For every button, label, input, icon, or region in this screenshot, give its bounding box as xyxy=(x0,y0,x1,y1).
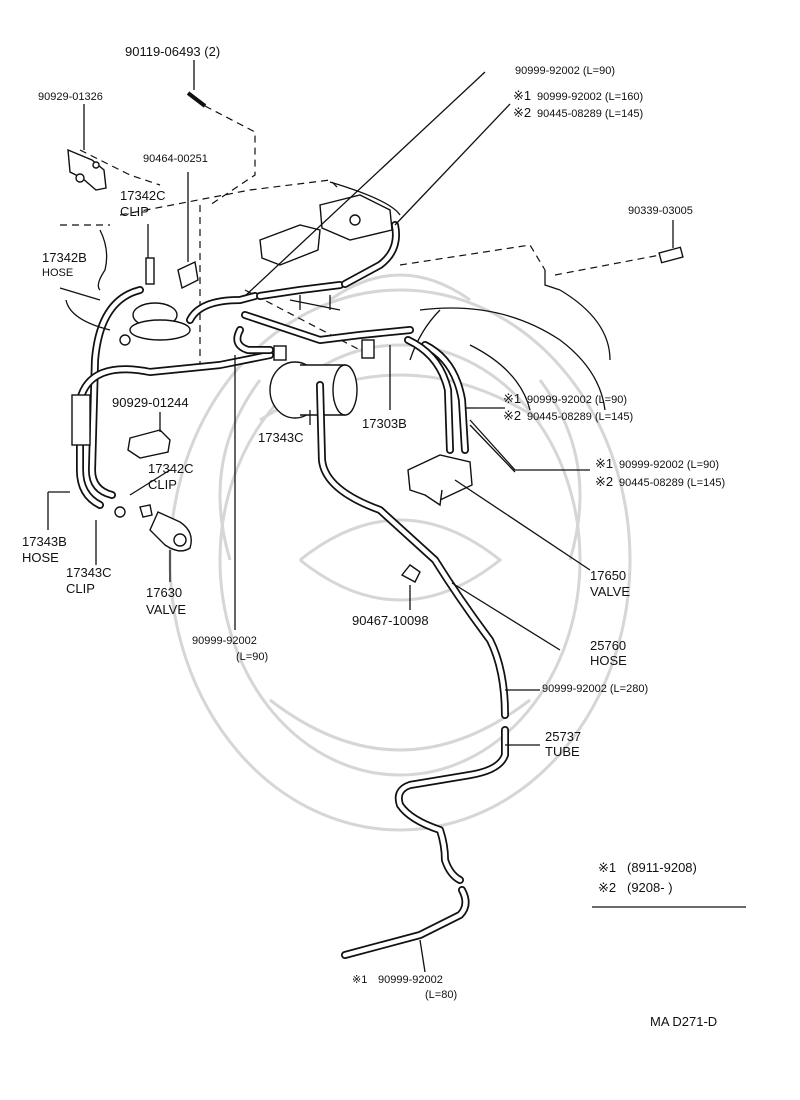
hose-25760-tube xyxy=(316,381,561,973)
label-hose-17342b-name: HOSE xyxy=(42,267,73,279)
bracket-90929-01326 xyxy=(67,104,161,191)
label-mid-s2: 90445-08289 (L=145) xyxy=(527,411,633,423)
label-valve-17650-name: VALVE xyxy=(590,584,630,599)
label-hose-top-s2: 90445-08289 (L=145) xyxy=(537,108,643,120)
marker-s2-mid: ※2 xyxy=(503,408,521,423)
pipe-17303b xyxy=(233,295,414,410)
label-17343c: 17343C xyxy=(258,430,304,445)
watermark-emblem xyxy=(168,273,632,832)
label-17303b: 17303B xyxy=(362,416,407,431)
clamp-90467 xyxy=(400,564,421,610)
bracket-90929-01244 xyxy=(127,412,171,459)
label-hose-top: 90999-92002 (L=90) xyxy=(515,65,615,77)
labels: 90119-06493 (2) 90999-92002 (L=90) ※1 90… xyxy=(22,44,725,1001)
canister-17343c xyxy=(269,345,358,425)
label-valve-17630-name: VALVE xyxy=(146,602,186,617)
label-hose-left-bottom-len: (L=90) xyxy=(236,651,268,663)
plug-90339 xyxy=(658,220,684,264)
vacuum-actuator xyxy=(119,172,199,346)
label-hose-25760-no: 25760 xyxy=(590,638,626,653)
label-hose-17343b-no: 17343B xyxy=(22,534,67,549)
right-hose-run xyxy=(404,336,590,471)
label-hose-17343b-name: HOSE xyxy=(22,550,59,565)
marker-s2-top: ※2 xyxy=(513,105,531,120)
legend: ※1 (8911-9208) ※2 (9208- ) xyxy=(592,860,746,908)
label-hose-l280: 90999-92002 (L=280) xyxy=(542,683,648,695)
throttle-body xyxy=(259,194,393,266)
label-clip-mid-no: 17342C xyxy=(148,461,194,476)
leaders-markers xyxy=(469,407,516,473)
marker-s2-right: ※2 xyxy=(595,474,613,489)
label-bolt: 90119-06493 (2) xyxy=(125,44,220,59)
reference-code: MA D271-D xyxy=(650,1014,717,1029)
label-bottom-hose-len: (L=80) xyxy=(425,989,457,1001)
label-right-s2: 90445-08289 (L=145) xyxy=(619,477,725,489)
label-clip-mid-name: CLIP xyxy=(148,477,177,492)
label-tube-no: 25737 xyxy=(545,729,581,744)
legend-marker-s1: ※1 xyxy=(598,860,616,875)
marker-s1-mid: ※1 xyxy=(503,391,521,406)
label-clip-17343c-name: CLIP xyxy=(66,581,95,596)
label-clip-top-no: 17342C xyxy=(120,188,166,203)
valve-17650 xyxy=(407,454,591,571)
top-hose-run xyxy=(186,71,511,324)
marker-s1-bottom: ※1 xyxy=(352,974,367,986)
marker-s1-right: ※1 xyxy=(595,456,613,471)
label-hose-17342b-no: 17342B xyxy=(42,250,87,265)
bolt-90119 xyxy=(186,60,256,206)
label-hose-25760-name: HOSE xyxy=(590,653,627,668)
marker-s1-top: ※1 xyxy=(513,88,531,103)
label-mid-s1: 90999-92002 (L=90) xyxy=(527,394,627,406)
label-bracket-01326: 90929-01326 xyxy=(38,91,103,103)
label-right-s1: 90999-92002 (L=90) xyxy=(619,459,719,471)
label-hose-top-s1: 90999-92002 (L=160) xyxy=(537,91,643,103)
label-clip-top-name: CLIP xyxy=(120,204,149,219)
label-tube-name: TUBE xyxy=(545,744,580,759)
label-clip-17343c-no: 17343C xyxy=(66,565,112,580)
label-clamp: 90467-10098 xyxy=(352,613,429,628)
legend-s2-range: (9208- ) xyxy=(627,880,673,895)
label-valve-17630-no: 17630 xyxy=(146,585,182,600)
hose-17342b xyxy=(59,229,274,509)
label-bracket-01244: 90929-01244 xyxy=(112,395,189,410)
legend-marker-s2: ※2 xyxy=(598,880,616,895)
label-bottom-hose: 90999-92002 xyxy=(378,974,443,986)
label-clip-part: 90464-00251 xyxy=(143,153,208,165)
label-plug: 90339-03005 xyxy=(628,205,693,217)
legend-s1-range: (8911-9208) xyxy=(627,860,697,875)
valve-17630 xyxy=(47,469,192,582)
label-hose-left-bottom: 90999-92002 xyxy=(192,635,257,647)
label-valve-17650-no: 17650 xyxy=(590,568,626,583)
